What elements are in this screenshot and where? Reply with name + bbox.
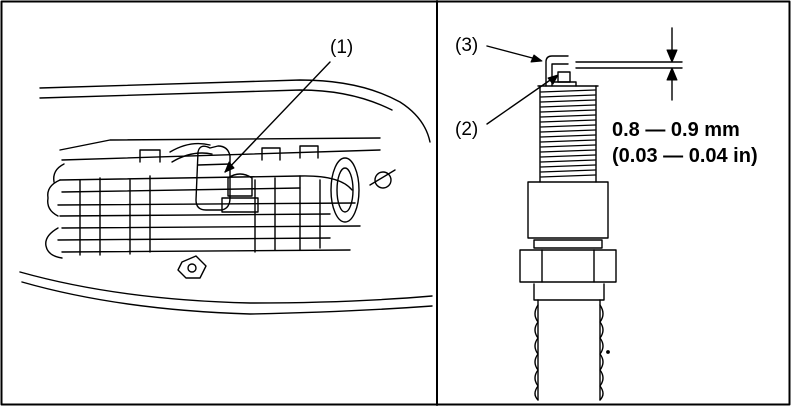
thread-line xyxy=(540,154,596,158)
thread-line xyxy=(540,134,596,138)
thread-line xyxy=(540,164,596,168)
plug-threads xyxy=(540,89,596,178)
engine-illustration xyxy=(19,79,433,315)
thread-line xyxy=(540,174,596,178)
leader-arrow-1 xyxy=(224,161,235,173)
leader-line-1 xyxy=(224,61,331,173)
spark-plug-illustration xyxy=(519,55,617,401)
leader-arrow-3 xyxy=(530,54,543,63)
callout-label-1: (1) xyxy=(330,37,354,58)
thread-line xyxy=(540,109,596,113)
thread-line xyxy=(540,114,596,118)
thread-line xyxy=(540,159,596,163)
leader-arrow-2 xyxy=(547,74,559,85)
thread-line xyxy=(540,129,596,133)
thread-line xyxy=(540,169,596,173)
thread-line xyxy=(540,89,596,93)
leader-line-3 xyxy=(486,45,541,61)
thread-line xyxy=(540,149,596,153)
callout-label-3: (3) xyxy=(455,35,479,56)
thread-line xyxy=(540,99,596,103)
thread-line xyxy=(540,104,596,108)
leader-line-2 xyxy=(486,75,557,125)
callout-label-2: (2) xyxy=(455,119,479,140)
thread-line xyxy=(540,124,596,128)
thread-line xyxy=(540,139,596,143)
thread-line xyxy=(540,119,596,123)
thread-line xyxy=(540,144,596,148)
thread-line xyxy=(540,94,596,98)
gap-dimension xyxy=(575,27,683,101)
gap-spec-metric: 0.8 — 0.9 mm xyxy=(612,119,740,141)
gap-spec-imperial: (0.03 — 0.04 in) xyxy=(612,145,758,167)
